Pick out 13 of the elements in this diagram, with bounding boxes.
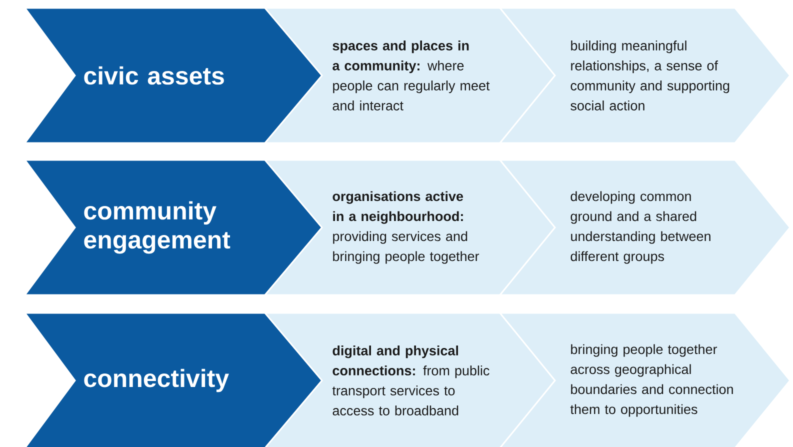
outcome-panel: bringing people together across geographical boundaries and connection them to opportunities (498, 312, 791, 447)
title-panel: connectivity (24, 312, 323, 447)
node-label: building meaningful relationships, a sense of community and supporting social action (570, 40, 730, 110)
node-label: developing common ground and a shared understanding between different groups (570, 191, 710, 264)
node-label: digital and physical connections: from public transport services to access to broadband (332, 346, 490, 416)
outcome-panel: developing common ground and a shared understanding between different groups (498, 159, 791, 296)
outcome-panel: building meaningful relationships, a sense of community and supporting social action (498, 7, 791, 144)
node-label: bringing people together across geographical boundaries and connection them to opportunities (570, 344, 733, 417)
title-panel: community engagement (24, 159, 323, 296)
description-panel: digital and physical connections: from public transport services to access to broadband (263, 312, 556, 447)
description-panel: organisations active in a neighbourhood: providing services and bringing people together (263, 159, 556, 296)
title-panel: civic assets (24, 7, 323, 144)
description-panel: spaces and places in a community: where people can regularly meet and interact (263, 7, 556, 144)
